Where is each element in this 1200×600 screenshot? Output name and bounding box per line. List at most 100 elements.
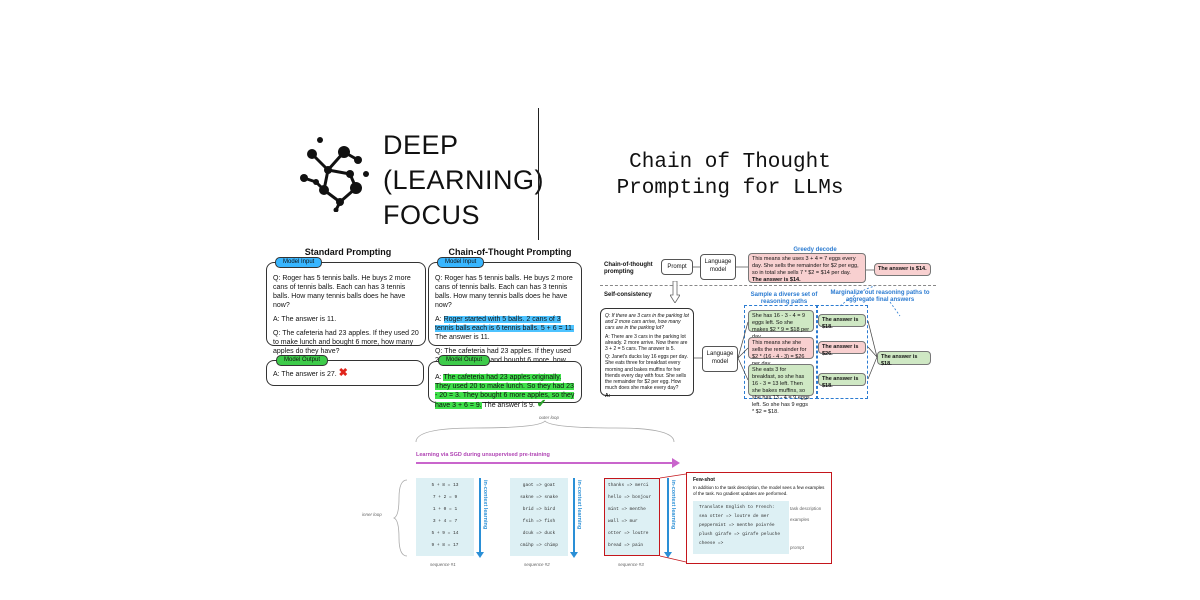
language-model-box: Language model — [700, 254, 736, 280]
standard-output-text: A: The answer is 27. — [273, 371, 337, 378]
fewshot-line: cheese => — [699, 541, 724, 546]
icl-arrow-line — [479, 478, 481, 552]
answer-3-text: The answer is $18. — [822, 376, 859, 389]
wrong-cross-icon: ✖ — [338, 367, 348, 379]
cot-reasoning-highlight: Roger started with 5 balls. 2 cans of 3 … — [435, 316, 574, 332]
fewshot-line: plush girafe => girafe peluche — [699, 532, 781, 537]
fewshot-line: peppermint => menthe poivrée — [699, 523, 775, 528]
list-item: sakne => snake — [520, 495, 558, 500]
list-item: wall => mur — [608, 519, 638, 524]
sequence-1-label: sequence #1 — [430, 562, 456, 567]
sequence-2-items: gaot => goat sakne => snake brid => bird… — [512, 483, 566, 555]
examples-tag: examples — [790, 517, 810, 522]
list-item: 5 + 9 = 14 — [431, 531, 459, 536]
fewshot-line: sea otter => loutre de mer — [699, 514, 770, 519]
standard-prompting-title: Standard Prompting — [304, 247, 392, 257]
brand-line: FOCUS — [383, 200, 480, 230]
prompt-box: Prompt — [661, 259, 693, 275]
answer-prefix: A: — [435, 374, 444, 381]
inner-loop-label: inner loop — [362, 512, 382, 517]
answer-14-box: The answer is $14. — [874, 263, 931, 276]
language-model-box: Language model — [702, 346, 738, 372]
title-line: Chain of Thought — [629, 151, 831, 174]
model-output-badge: Model Output — [438, 355, 491, 366]
cot-prompting-label: Chain-of-thought prompting — [604, 262, 653, 275]
question-roger: Q: Roger has 5 tennis balls. He buys 2 m… — [273, 275, 411, 309]
self-consistency-connectors — [693, 266, 901, 381]
list-item: brid => bird — [522, 507, 556, 512]
title-line: Prompting for LLMs — [616, 177, 844, 200]
answer-1-text: The answer is $18. — [822, 317, 859, 330]
prompt-tag: prompt — [790, 545, 805, 550]
icl-arrow-line — [573, 478, 575, 552]
self-consistency-label: Self-consistency — [604, 292, 652, 298]
fewshot-description: In addition to the task description, the… — [693, 485, 825, 496]
sgd-label: Learning via SGD during unsupervised pre… — [416, 452, 550, 458]
self-consistency-prompt-box: Q: If there are 3 cars in the parking lo… — [600, 308, 694, 400]
sequence-3-panel — [604, 478, 660, 556]
question-cafeteria: Q: The cafeteria had 23 apples. If they … — [273, 330, 419, 355]
down-arrow-icon — [669, 280, 681, 304]
brand-name: DEEP (LEARNING) FOCUS — [383, 128, 544, 233]
sc-question-1: Q: If there are 3 cars in the parking lo… — [605, 313, 689, 332]
list-item: mint => menthe — [608, 507, 646, 512]
answer-box-1: The answer is $18. — [818, 314, 866, 330]
sc-question-2: Q: Janet's ducks lay 16 eggs per day. Sh… — [605, 354, 688, 392]
answer-box-3: The answer is $18. — [818, 373, 866, 389]
in-context-learning-label: in-context learning — [576, 480, 582, 530]
fewshot-title: Few-shot — [693, 477, 715, 483]
sc-answer-1: A: There are 3 cars in the parking lot a… — [605, 333, 688, 353]
list-item: gaot => goat — [522, 483, 556, 488]
list-item: 9 + 8 = 17 — [431, 543, 459, 548]
sample-paths-label: Sample a diverse set of reasoning paths — [750, 292, 818, 305]
cot-answer-1: A: Roger started with 5 balls. 2 cans of… — [435, 315, 575, 342]
sequence-2-panel — [510, 478, 568, 556]
sequence-1-panel — [416, 478, 474, 556]
cot-input-box: Q: Roger has 5 tennis balls. He buys 2 m… — [428, 262, 582, 373]
list-item: bread => pain — [608, 543, 644, 548]
in-context-learning-label: in-context learning — [482, 480, 488, 530]
greedy-decode-label: Greedy decode — [793, 247, 837, 253]
sequence-3-items: thanks => merci hello => bonjour mint =>… — [606, 483, 658, 555]
answer-dashed-frame — [816, 305, 868, 399]
greedy-answer: The answer is $14. — [752, 277, 801, 283]
reasoning-path-3: She eats 3 for breakfast, so she has 16 … — [748, 364, 814, 415]
icl-arrow-head-icon — [570, 552, 578, 558]
fewshot-line: Translate English to French: — [699, 505, 775, 510]
cot-prompting-title: Chain-of-Thought Prompting — [448, 247, 572, 257]
answer-14-text: The answer is $14. — [878, 266, 927, 272]
in-context-learning-label: in-context learning — [670, 480, 676, 530]
header-divider — [538, 108, 539, 240]
sample-dashed-frame — [744, 305, 818, 399]
list-item: cmihp => chimp — [520, 543, 558, 548]
marginalize-label: Marginalize out reasoning paths to aggre… — [830, 290, 930, 303]
answer-suffix: The answer is 11. — [435, 334, 490, 341]
fewshot-panel: Few-shot In addition to the task descrip… — [686, 472, 832, 564]
inner-loop-brace — [393, 479, 408, 557]
answer-prefix: A: — [435, 316, 444, 323]
outer-loop-label: outer loop — [538, 415, 559, 420]
fewshot-examples-box: Translate English to French: sea otter =… — [693, 501, 789, 554]
list-item: otter => loutre — [608, 531, 649, 536]
question-roger: Q: Roger has 5 tennis balls. He buys 2 m… — [435, 275, 573, 309]
standard-answer-1: A: The answer is 11. — [273, 316, 337, 323]
list-item: thanks => merci — [608, 483, 649, 488]
cot-output-box: A: The cafeteria had 23 apples originall… — [428, 361, 582, 410]
correct-check-icon: ✔ — [536, 398, 547, 410]
list-item: 1 + 0 = 1 — [432, 507, 458, 512]
icl-arrow-head-icon — [476, 552, 484, 558]
brand-logo-icon — [294, 130, 376, 213]
final-answer-box: The answer is $18. — [877, 351, 931, 367]
answer-2-text: The answer is $26. — [822, 344, 859, 357]
answer-box-2: The answer is $26. — [818, 341, 866, 357]
list-item: hello => bonjour — [608, 495, 652, 500]
greedy-path-box: This means she uses 3 + 4 = 7 eggs every… — [748, 253, 866, 283]
standard-input-box: Q: Roger has 5 tennis balls. He buys 2 m… — [266, 262, 426, 355]
brand-line: DEEP — [383, 130, 459, 160]
dashed-divider — [600, 285, 936, 286]
sc-answer-2: A: — [605, 393, 611, 400]
answer-suffix: The answer is 9. — [481, 402, 535, 409]
list-item: 3 + 4 = 7 — [432, 519, 458, 524]
sequence-2-label: sequence #2 — [524, 562, 550, 567]
list-item: fsih => fish — [522, 519, 556, 524]
